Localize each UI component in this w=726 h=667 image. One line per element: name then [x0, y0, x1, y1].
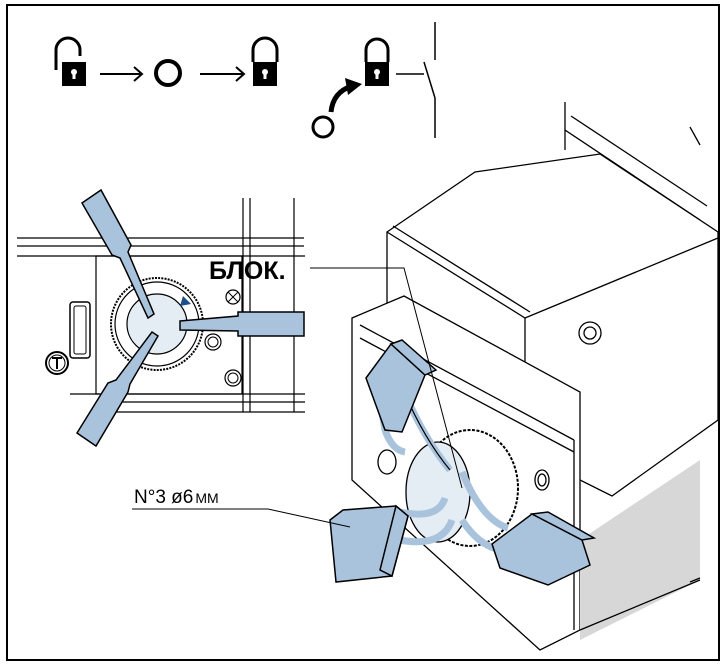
- lock-sequence: [54, 36, 279, 87]
- padlock-spec-unit: ММ: [195, 490, 218, 506]
- circle-off-icon: [311, 115, 335, 139]
- switch-lock-symbol: [311, 22, 436, 139]
- circle-off-icon: [154, 59, 182, 87]
- padlock-closed-icon: [251, 36, 279, 86]
- rotary-knob: [110, 277, 204, 371]
- arrow-right-icon: [200, 66, 246, 82]
- padlock-closed-icon: [364, 37, 390, 86]
- front-view-panel: [17, 198, 305, 413]
- screw: [224, 369, 242, 387]
- leader-lines: [132, 267, 463, 528]
- curved-arrow-icon: [328, 78, 362, 113]
- lock-leader-line: [310, 267, 463, 489]
- diagram-frame: [6, 4, 720, 661]
- arrow-right-icon: [100, 66, 144, 82]
- screw: [204, 333, 222, 351]
- switch-open-icon: [396, 22, 436, 138]
- padlock-spec-leader-line: [132, 508, 351, 528]
- padlock-open-icon: [54, 36, 86, 86]
- lock-label: БЛОК.: [209, 257, 286, 285]
- padlock-spec-value: N°3 ø6: [134, 487, 193, 508]
- test-button-icon: [45, 351, 69, 375]
- screw: [225, 289, 241, 305]
- padlock-bars: [75, 188, 305, 448]
- padlocks-3d: [329, 339, 597, 586]
- position-marker: [180, 296, 191, 306]
